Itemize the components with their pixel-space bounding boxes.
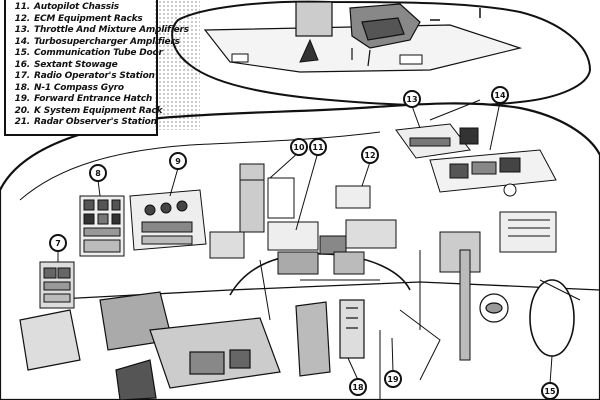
legend-label: Communication Tube Door (34, 48, 163, 58)
legend-label: Sextant Stowage (34, 59, 118, 70)
legend-item: 21.Radar Observer's Station (10, 117, 189, 129)
legend-number: 20. (14, 105, 31, 116)
rack-7 (39, 261, 75, 309)
callout-12: 12 (361, 146, 379, 164)
legend-label: Turbosupercharger Amplifiers (34, 36, 180, 47)
radio-operator-console (19, 291, 281, 400)
structure-lines (259, 99, 581, 400)
amplifiers-14 (429, 149, 557, 197)
legend-label: N-1 Compass Gyro (34, 82, 124, 93)
legend-label: ECM Equipment Racks (34, 13, 143, 24)
legend-number: 12. (14, 13, 31, 24)
upper-deck-floor (203, 24, 523, 73)
callout-15: 15 (541, 382, 559, 400)
legend-item: 13.Throttle And Mixture Amplifiers (10, 25, 189, 37)
compass-gyro-18 (295, 299, 365, 377)
callout-11: 11 (309, 138, 327, 156)
upper-deck-hatch-right (399, 54, 423, 65)
callout-10-top: 10 (290, 138, 308, 156)
legend-item: 11.Autopilot Chassis (10, 2, 189, 14)
legend-label: Autopilot Chassis (34, 2, 119, 12)
instrument-panel-9 (129, 189, 207, 251)
legend-item: 14.Turbosupercharger Amplifiers (10, 37, 189, 49)
legend-number: 13. (14, 25, 31, 35)
cabinet-10 (239, 163, 295, 233)
halftone-shading (154, 0, 200, 130)
legend-item: 18.N-1 Compass Gyro (10, 83, 189, 95)
upper-deck-hatch-left (231, 53, 249, 63)
callout-19: 19 (384, 370, 402, 388)
center-post (459, 249, 471, 361)
upper-deck-stand (299, 38, 319, 63)
legend-list: 11.Autopilot Chassis 12.ECM Equipment Ra… (10, 2, 189, 129)
panel-8 (79, 195, 125, 257)
legend-label: Radar Observer's Station (34, 117, 157, 127)
legend-label: K System Equipment Rack (34, 105, 163, 116)
callout-8: 8 (89, 164, 107, 182)
legend-label: Radio Operator's Station (34, 71, 155, 81)
legend-number: 16. (14, 59, 31, 70)
fuselage-inner-line (19, 131, 381, 201)
legend-label: Forward Entrance Hatch (34, 94, 153, 104)
legend-number: 18. (14, 82, 31, 93)
legend-item: 16.Sextant Stowage (10, 60, 189, 72)
legend-number: 14. (14, 36, 31, 47)
callout-9: 9 (169, 152, 187, 170)
legend-number: 17. (14, 71, 31, 81)
legend-item: 19.Forward Entrance Hatch (10, 94, 189, 106)
legend-number: 21. (14, 117, 31, 127)
legend-item: 17.Radio Operator's Station (10, 71, 189, 83)
leader-lines (57, 101, 553, 385)
callout-13: 13 (403, 90, 421, 108)
legend-number: 11. (14, 2, 31, 12)
legend-number: 19. (14, 94, 31, 104)
callout-18: 18 (349, 378, 367, 396)
legend-item: 15.Communication Tube Door (10, 48, 189, 60)
legend-item: 12.ECM Equipment Racks (10, 14, 189, 26)
legend-item: 20.K System Equipment Rack (10, 106, 189, 118)
sextant-stowage-16 (479, 293, 509, 323)
legend-label: Throttle And Mixture Amplifiers (34, 25, 189, 35)
communication-tube-door-15 (529, 279, 575, 357)
legend-number: 15. (14, 48, 31, 58)
amplifiers-13 (395, 123, 479, 159)
ecm-racks-12 (333, 185, 397, 275)
upper-deck-seat (349, 3, 421, 67)
racks-11 (209, 221, 347, 275)
callout-7: 7 (49, 234, 67, 252)
legend-box: 11.Autopilot Chassis 12.ECM Equipment Ra… (4, 0, 189, 136)
upper-deck-cabinet (295, 1, 333, 37)
callout-14: 14 (491, 86, 509, 104)
